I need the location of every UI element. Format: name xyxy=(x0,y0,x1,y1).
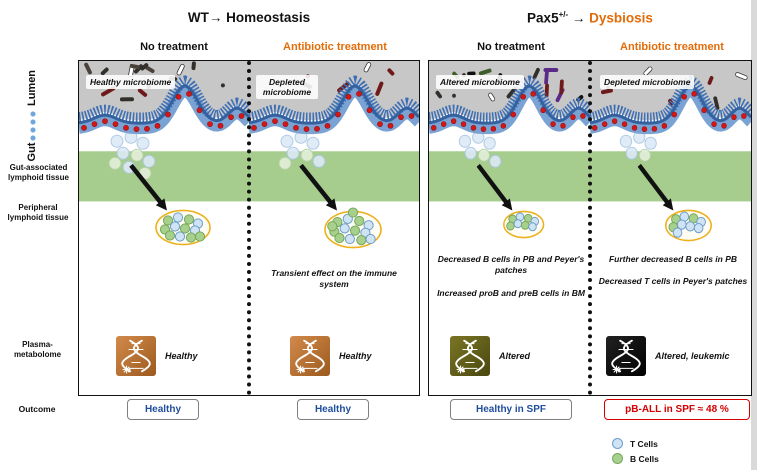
column-header-antibiotic-1: Antibiotic treatment xyxy=(283,41,387,53)
legend-label-t-cells: T Cells xyxy=(630,438,658,449)
column-header-no-treatment-2: No treatment xyxy=(477,41,545,53)
gut-scene-illustration xyxy=(429,61,590,239)
row-label-plasma-metabolome: Plasma-metabolome xyxy=(13,340,62,359)
window-edge xyxy=(751,0,757,470)
gut-scene-illustration xyxy=(249,61,419,249)
metabolome-wt-no-treatment: Healthy xyxy=(116,336,198,376)
note-line: Further decreased B cells in PB xyxy=(608,254,738,264)
arrow-text: → xyxy=(568,10,590,26)
microbiome-label-healthy: Healthy microbiome xyxy=(86,75,176,89)
column-pax5-no-treatment xyxy=(429,61,590,395)
b-cell-icon xyxy=(612,453,623,464)
outcome-box-healthy-2: Healthy xyxy=(297,399,369,420)
row-label-peripheral: Peripheral lymphoid tissue xyxy=(7,203,69,222)
metabolome-label: Altered xyxy=(499,351,531,361)
legend: T Cells B Cells xyxy=(612,438,659,468)
dysbiosis-word: Dysbiosis xyxy=(589,10,653,26)
lumen-gut-boundary-dots-icon xyxy=(29,110,37,144)
metabolome-pax5-antibiotic: Altered, leukemic xyxy=(606,336,730,376)
outcome-box-pball: pB-ALL in SPF ≈ 48 % xyxy=(604,399,750,420)
note-line: Decreased B cells in PB and Peyer's patc… xyxy=(437,254,585,276)
panel-pax5 xyxy=(428,60,752,396)
row-label-lumen: Lumen xyxy=(26,69,38,107)
metabolome-wt-antibiotic: Healthy xyxy=(290,336,372,376)
column-header-antibiotic-2: Antibiotic treatment xyxy=(620,41,724,53)
column-pax5-antibiotic xyxy=(590,61,751,395)
note-pax5-no-treatment: Decreased B cells in PB and Peyer's patc… xyxy=(432,254,590,299)
panel-divider-dotted xyxy=(247,61,251,395)
microbiome-label-altered: Altered microbiome xyxy=(436,75,524,89)
column-header-no-treatment-1: No treatment xyxy=(140,41,208,53)
gut-scene-illustration xyxy=(590,61,751,242)
legend-item-b-cells: B Cells xyxy=(612,453,659,464)
panel-divider-dotted xyxy=(588,61,592,395)
dna-icon xyxy=(116,336,156,376)
row-label-galt: Gut-associated lymphoid tissue xyxy=(8,163,69,182)
metabolome-label: Altered, leukemic xyxy=(655,351,730,361)
gene-name: Pax5 xyxy=(527,10,559,26)
metabolome-label: Healthy xyxy=(165,351,198,361)
panel-wt xyxy=(78,60,420,396)
microbiome-label-depleted-1: Depleted microbiome xyxy=(256,75,318,99)
dna-icon xyxy=(450,336,490,376)
metabolome-pax5-no-treatment: Altered xyxy=(450,336,530,376)
outcome-box-healthy-spf: Healthy in SPF xyxy=(450,399,572,420)
title-pax5-dysbiosis: Pax5+/- → Dysbiosis xyxy=(428,10,752,26)
outcome-box-healthy-1: Healthy xyxy=(127,399,199,420)
microbiome-label-depleted-2: Depleted microbiome xyxy=(600,75,695,89)
legend-item-t-cells: T Cells xyxy=(612,438,659,449)
gene-genotype-sup: +/- xyxy=(558,10,569,19)
dna-icon xyxy=(290,336,330,376)
note-pax5-antibiotic: Further decreased B cells in PB Decrease… xyxy=(598,254,748,288)
row-label-outcome: Outcome xyxy=(18,404,56,414)
note-transient-effect: Transient effect on the immune system xyxy=(258,268,410,291)
note-line: Decreased T cells in Peyer's patches xyxy=(598,276,748,287)
title-wt-homeostasis: WT→ Homeostasis xyxy=(187,10,311,25)
legend-label-b-cells: B Cells xyxy=(630,453,659,464)
metabolome-label: Healthy xyxy=(339,351,372,361)
note-line: Increased proB and preB cells in BM xyxy=(437,287,585,298)
column-wt-antibiotic xyxy=(249,61,419,395)
t-cell-icon xyxy=(612,438,623,449)
note-line: Transient effect on the immune system xyxy=(271,268,397,290)
dna-icon xyxy=(606,336,646,376)
